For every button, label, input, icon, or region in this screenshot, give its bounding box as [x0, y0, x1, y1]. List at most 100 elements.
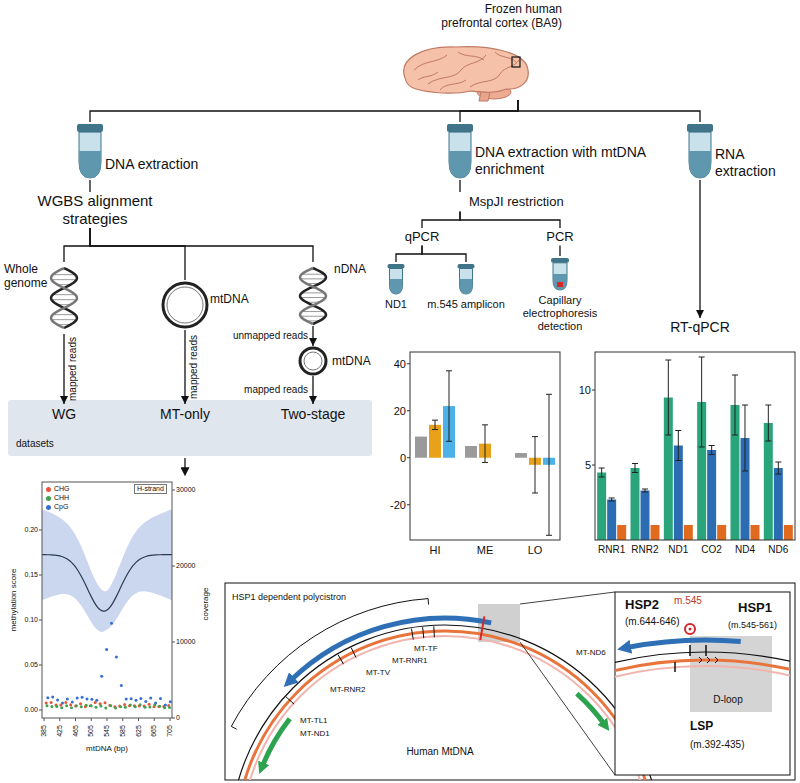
methylation-point	[139, 697, 142, 700]
tube-cap	[77, 124, 103, 132]
mtdna-icon-box: mtDNA	[150, 280, 253, 330]
axis-tick-label: 40	[394, 357, 406, 370]
node-text: MspJI restriction	[469, 194, 583, 210]
bar	[750, 525, 759, 540]
methylation-point	[114, 706, 117, 709]
error-cap	[432, 429, 438, 430]
error-cap	[732, 375, 738, 376]
error-cap	[665, 360, 671, 361]
mtdna-ring	[304, 352, 322, 370]
methylation-point	[71, 701, 74, 704]
bar	[774, 468, 783, 540]
dataset-name: Two-stage	[268, 404, 358, 425]
error-cap	[446, 370, 452, 371]
tube-liquid	[460, 279, 473, 294]
methylation-point	[46, 704, 49, 707]
axis-tick-label: 0.15	[24, 571, 38, 579]
category-label: ND1	[668, 544, 688, 556]
bar	[515, 453, 527, 458]
tube-cap	[551, 258, 569, 263]
methylation-point	[120, 684, 123, 687]
legend-swatch	[46, 505, 51, 510]
node-text: PCR	[540, 229, 580, 245]
chart-frame	[595, 352, 795, 540]
category-label: RNR1	[598, 544, 625, 556]
node-text: Capillary electrophoresis detection	[512, 294, 608, 334]
helix-rung	[53, 314, 76, 315]
gene-boundary-tick	[351, 648, 356, 658]
axis-tick	[407, 504, 410, 505]
category-label: CO2	[701, 544, 722, 556]
connector	[312, 376, 313, 404]
axis-tick-label: 10000	[176, 638, 195, 646]
direction-chevron	[707, 657, 710, 663]
node-text: RT-qPCR	[650, 319, 750, 336]
bar	[717, 525, 726, 540]
hsp2-transcript-arrow	[627, 640, 741, 648]
mtdna-ring	[167, 287, 203, 323]
circular-mtdna-icon	[163, 283, 207, 327]
node-text: H-strand	[137, 485, 164, 493]
sample-tube	[77, 124, 103, 178]
legend-entry: CHG	[46, 484, 70, 493]
capillary-mark	[557, 282, 563, 287]
axis-tick	[91, 718, 92, 721]
gene-boundary-tick	[338, 655, 344, 665]
gyrus-line	[414, 55, 447, 70]
bar	[630, 468, 639, 540]
axis-tick-label: 0.05	[24, 661, 38, 669]
gene-boundary-tick	[433, 626, 435, 637]
axis-tick-label: 0	[400, 451, 406, 464]
tube-body	[553, 263, 567, 290]
gene-boundary-tick	[286, 697, 294, 704]
methylation-point	[61, 701, 64, 704]
helix-rung	[300, 278, 325, 279]
methylation-point	[65, 704, 68, 707]
methylation-point	[125, 697, 128, 700]
bar	[607, 500, 616, 541]
category-label: HI	[430, 544, 441, 557]
node-text: Frozen human prefrontal cortex (BA9)	[440, 2, 562, 31]
error-bar	[601, 468, 602, 477]
mtdna-ring	[300, 348, 326, 374]
axis-tick-label: 20000	[176, 562, 195, 570]
methylation-point	[51, 695, 54, 698]
methylation-point	[69, 703, 72, 706]
brain-illustration	[404, 47, 529, 101]
circular-mtdna-icon	[300, 348, 326, 374]
axis-title: mtDNA (bp)	[86, 744, 128, 753]
node-text: mtDNA	[210, 292, 253, 306]
tube-liquid	[390, 279, 403, 294]
bar	[415, 437, 427, 458]
error-bar	[668, 360, 669, 435]
methylation-point	[108, 704, 111, 707]
axis-tick-label: 30000	[176, 486, 195, 494]
node-text: Two-stage	[268, 406, 358, 423]
bar-chart-msp	[407, 352, 560, 540]
sample-tube	[687, 124, 713, 178]
axis-tick-label: 665	[150, 725, 158, 737]
methylation-plot	[39, 482, 175, 721]
methylation-point	[163, 706, 166, 709]
methylation-point	[104, 701, 107, 704]
error-cap	[742, 405, 748, 406]
helix-rung	[51, 279, 76, 280]
connector	[518, 100, 700, 122]
axis-tick-label: 545	[103, 725, 111, 737]
methylation-point	[134, 705, 137, 708]
bar	[684, 525, 693, 540]
connector	[699, 180, 700, 318]
error-cap	[642, 489, 648, 490]
error-cap	[599, 468, 605, 469]
error-bar	[678, 431, 679, 461]
axis-tick	[154, 718, 155, 721]
error-bar	[768, 405, 769, 441]
methylation-point	[128, 704, 131, 707]
mtdna-circle	[230, 625, 660, 780]
connector	[90, 228, 185, 280]
error-bar	[744, 405, 745, 471]
axis-tick	[592, 390, 595, 391]
gyrus-line	[440, 80, 466, 90]
tube-cap	[388, 264, 405, 269]
